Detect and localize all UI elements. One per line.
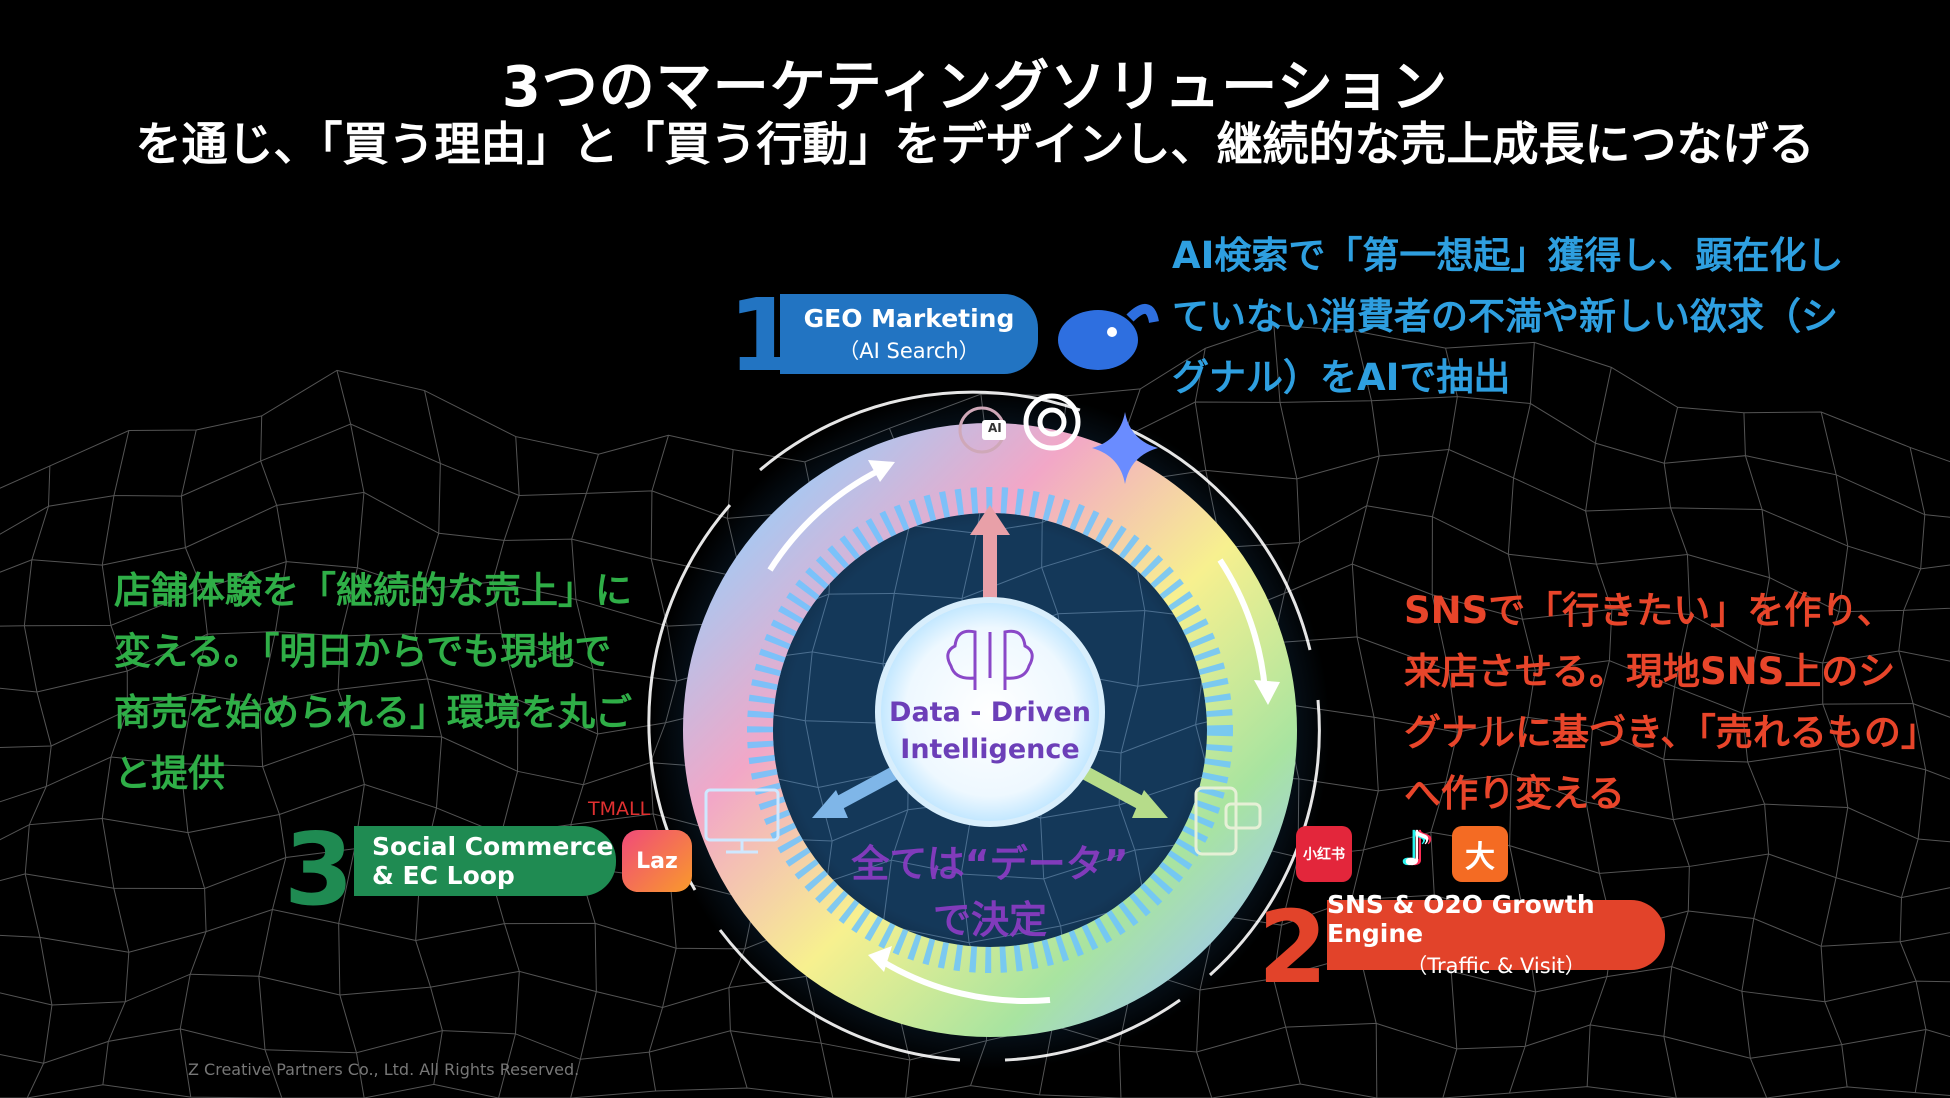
- social-description: 店舗体験を「継続的な売上」に変える。「明日からでも現地で商売を始められる」環境を…: [114, 569, 632, 795]
- sns-description: SNSで「行きたい」を作り、来店させる。現地SNS上のシグナルに基づき、「売れる…: [1404, 589, 1920, 815]
- deepseek-whale-icon: [1058, 304, 1159, 370]
- openai-icon: [1023, 393, 1081, 451]
- page-title: 3つのマーケティングソリューション: [501, 55, 1449, 120]
- rednote-logo: 小红书: [1296, 826, 1352, 882]
- hub-label-line1: Data - Driven: [889, 697, 1091, 728]
- mobile-social-icon: [1194, 786, 1262, 856]
- social-commerce-pill: Social Commerce & EC Loop: [354, 826, 616, 896]
- brain-circuit-icon: [946, 629, 1034, 690]
- sns-sublabel: （Traffic & Visit）: [1406, 954, 1586, 978]
- ai-badge: AI: [988, 421, 1002, 435]
- geo-label: GEO Marketing: [803, 303, 1015, 333]
- social-label: Social Commerce: [372, 832, 614, 861]
- lazada-logo: Laz: [622, 830, 692, 892]
- dianping-icon: 大: [1452, 826, 1508, 882]
- tmall-logo: TMALL: [588, 798, 651, 820]
- mesh-line: [1663, 407, 1691, 1098]
- gemini-icon: [1092, 412, 1158, 484]
- geo-description: AI検索で「第一想起」獲得し、顕在化していない消費者の不満や新しい欲求（シグナル…: [1172, 234, 1844, 399]
- mesh-line: [258, 415, 287, 1098]
- gradient-ring: [683, 423, 1297, 1037]
- sns-o2o-pill: SNS & O2O Growth Engine （Traffic & Visit…: [1327, 890, 1665, 978]
- solution-number-3: 3: [284, 811, 354, 928]
- slogan-line2: で決定: [932, 898, 1047, 942]
- data-slogan: 全ては“データ” で決定: [820, 836, 1160, 948]
- ai-head-icon: [958, 406, 1006, 454]
- hub-circle: [875, 597, 1105, 827]
- sns-label: SNS & O2O Growth Engine: [1327, 890, 1595, 948]
- mesh-line: [1898, 447, 1927, 1093]
- solution-number-2: 2: [1258, 889, 1328, 1006]
- geo-marketing-pill: GEO Marketing （AI Search）: [780, 294, 1038, 374]
- social-sublabel: & EC Loop: [372, 861, 515, 890]
- mesh-line: [1507, 342, 1537, 1094]
- mesh-line: [492, 436, 520, 1098]
- mesh-line: [0, 1083, 1950, 1098]
- mesh-line: [1820, 411, 1849, 1087]
- geo-sublabel: （AI Search）: [838, 338, 980, 363]
- hub-label-line2: Intelligence: [900, 734, 1080, 765]
- mesh-line: [570, 454, 599, 1098]
- mesh-line: [101, 430, 130, 1085]
- mesh-line: [1430, 348, 1458, 1098]
- mesh-line: [1585, 367, 1614, 1087]
- page-subtitle: を通じ、「買う理由」と「買う行動」をデザインし、継続的な売上成長につなげる: [135, 117, 1815, 171]
- tiktok-icon: ♪: [1401, 821, 1433, 877]
- mesh-line: [414, 390, 443, 1085]
- mesh-line: [179, 429, 208, 1098]
- hub-label: Data - Driven Intelligence: [860, 694, 1120, 768]
- dashboard-monitor-icon: [704, 788, 780, 854]
- slogan-line1: 全ては“データ”: [851, 842, 1129, 886]
- copyright-text: Z Creative Partners Co., Ltd. All Rights…: [188, 1060, 580, 1079]
- mesh-line: [23, 465, 53, 1098]
- mesh-line: [336, 370, 365, 1098]
- mesh-line: [1741, 412, 1771, 1098]
